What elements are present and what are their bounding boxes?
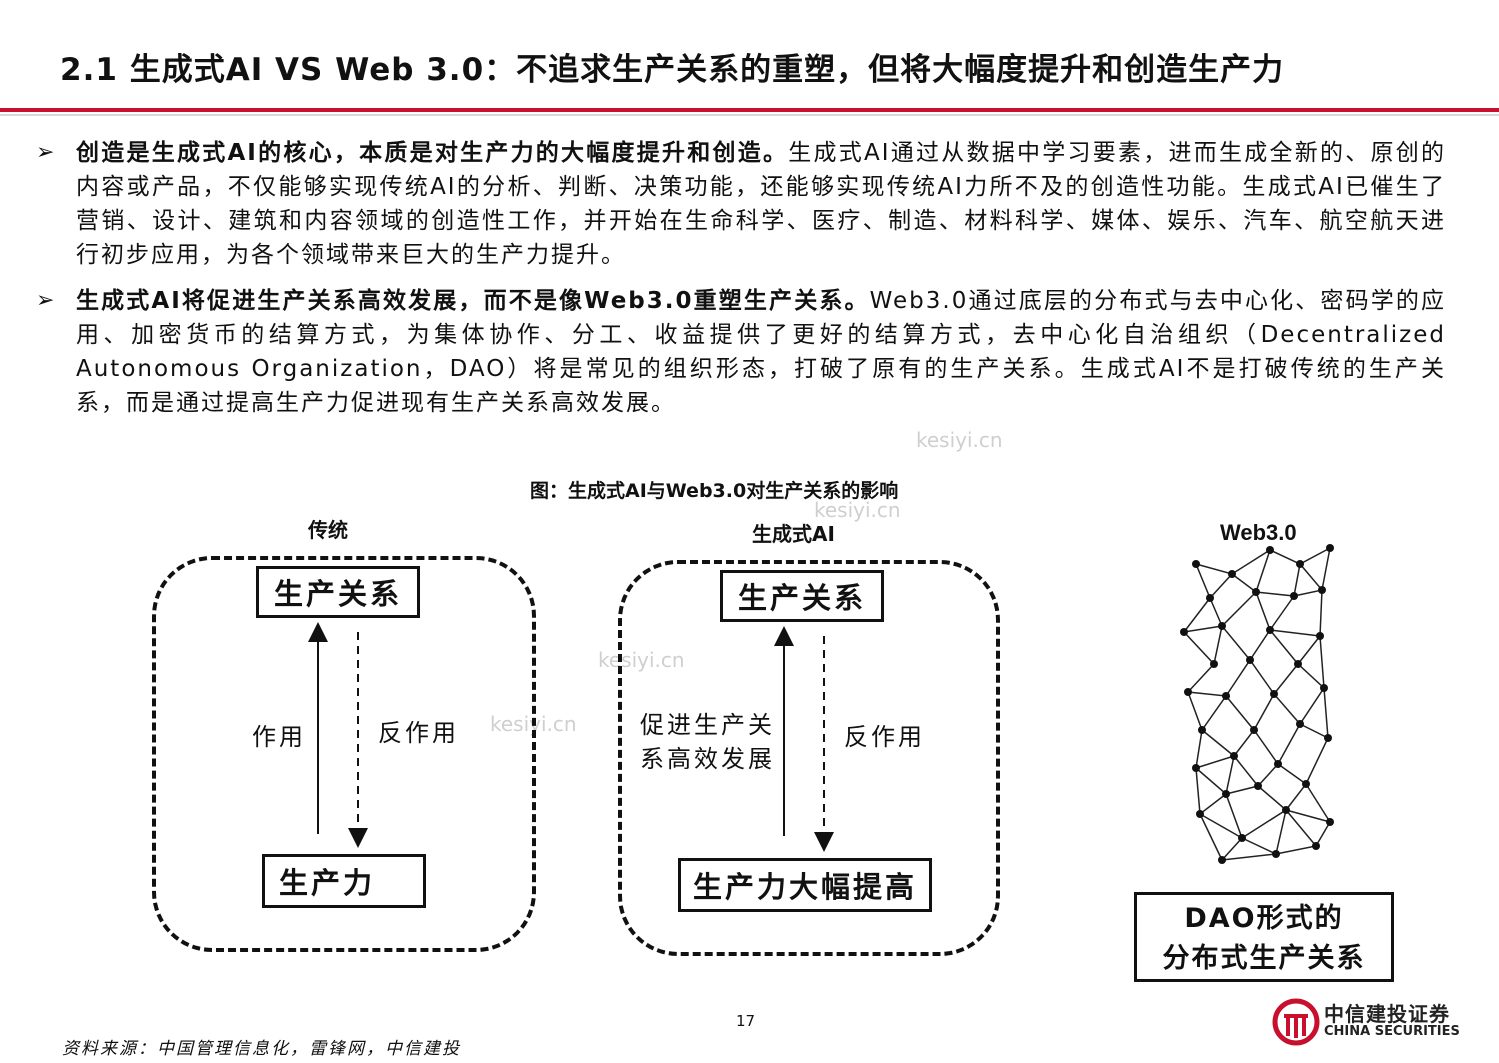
company-logo: 中信建投证券 CHINA SECURITIES [1272, 996, 1482, 1048]
bullet-item-1: ➢ 创造是生成式AI的核心，本质是对生产力的大幅度提升和创造。生成式AI通过从数… [36, 136, 1446, 272]
traditional-relations-box: 生产关系 [256, 566, 420, 618]
traditional-dashed-frame [152, 556, 536, 952]
dao-box-line1: DAO形式的 [1184, 903, 1344, 934]
traditional-productivity-box: 生产力 [262, 854, 426, 908]
genai-up-label-line2: 系高效发展 [640, 745, 775, 773]
page-title: 2.1 生成式AI VS Web 3.0：不追求生产关系的重塑，但将大幅度提升和… [60, 52, 1285, 88]
citic-logo-icon [1272, 998, 1320, 1046]
page-number: 17 [736, 1012, 756, 1030]
bullet-2-text: Web3.0通过底层的分布式与去中心化、密码学的应用、加密货币的结算方式，为集体… [76, 288, 1446, 416]
genai-relations-box: 生产关系 [720, 570, 884, 622]
traditional-up-label: 作用 [252, 723, 306, 751]
watermark: kesiyi.cn [814, 498, 901, 522]
bullet-1-bold: 创造是生成式AI的核心，本质是对生产力的大幅度提升和创造。 [76, 140, 789, 166]
watermark: kesiyi.cn [916, 428, 1003, 452]
traditional-down-label: 反作用 [378, 719, 459, 747]
genai-dashed-frame [618, 560, 1000, 956]
title-divider-red [0, 108, 1499, 112]
title-divider-grey [0, 114, 1499, 116]
genai-label: 生成式AI [752, 522, 835, 546]
genai-up-label: 促进生产关 系高效发展 [640, 708, 775, 776]
bullet-item-2: ➢ 生成式AI将促进生产关系高效发展，而不是像Web3.0重塑生产关系。Web3… [36, 284, 1446, 420]
arrow-bullet-icon: ➢ [36, 140, 57, 165]
bullet-list: ➢ 创造是生成式AI的核心，本质是对生产力的大幅度提升和创造。生成式AI通过从数… [36, 136, 1446, 432]
watermark: kesiyi.cn [598, 648, 685, 672]
arrow-bullet-icon: ➢ [36, 288, 57, 313]
dao-box-line2: 分布式生产关系 [1162, 943, 1366, 974]
genai-down-label: 反作用 [844, 723, 925, 751]
genai-productivity-box: 生产力大幅提高 [678, 858, 932, 912]
dao-network-graphic [1180, 544, 1334, 864]
source-note: 资料来源：中国管理信息化，雷锋网，中信建投 [62, 1039, 461, 1059]
genai-up-label-line1: 促进生产关 [640, 711, 775, 739]
logo-text-cn: 中信建投证券 [1324, 1002, 1450, 1026]
bullet-1-text: 生成式AI通过从数据中学习要素，进而生成全新的、原创的内容或产品，不仅能够实现传… [76, 140, 1446, 268]
figure-title: 图：生成式AI与Web3.0对生产关系的影响 [530, 480, 899, 502]
web3-label: Web3.0 [1220, 520, 1297, 545]
dao-relations-box: DAO形式的 分布式生产关系 [1134, 892, 1394, 982]
logo-text-en: CHINA SECURITIES [1324, 1024, 1460, 1039]
traditional-label: 传统 [308, 518, 348, 542]
bullet-2-bold: 生成式AI将促进生产关系高效发展，而不是像Web3.0重塑生产关系。 [76, 288, 870, 314]
